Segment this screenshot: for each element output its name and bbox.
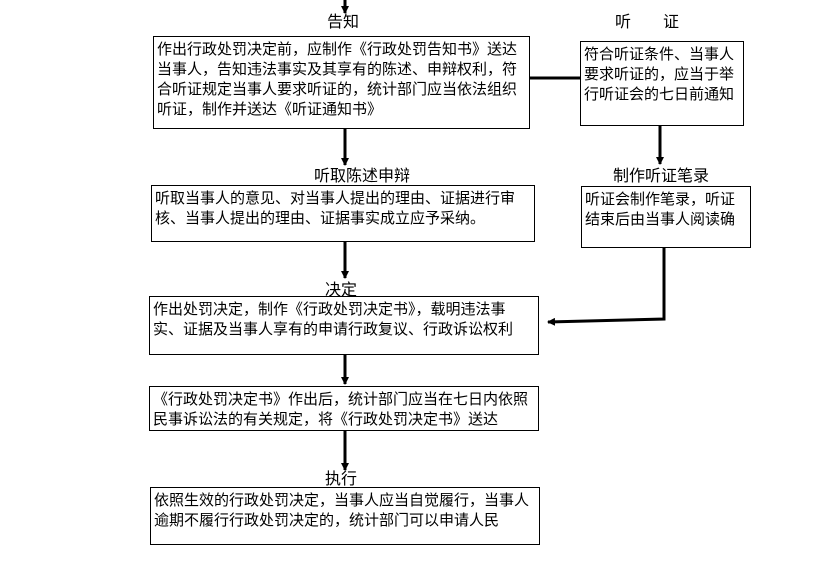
label-listen: 听取陈述申辩 xyxy=(314,166,411,185)
box-execute: 依照生效的行政处罚决定，当事人应当自觉履行，当事人逾期不履行行政处罚决定的，统计… xyxy=(150,487,540,545)
box-notify: 作出行政处罚决定前，应制作《行政处罚告知书》送达当事人，告知违法事实及其享有的陈… xyxy=(153,36,530,129)
box-listen-text: 听取当事人的意见、对当事人提出的理由、证据进行审核、当事人提出的理由、证据事实成… xyxy=(155,189,516,227)
box-deliver: 《行政处罚决定书》作出后，统计部门应当在七日内依照民事诉讼法的有关规定，将《行政… xyxy=(149,386,539,431)
box-decision: 作出处罚决定，制作《行政处罚决定书》，载明违法事实、证据及当事人享有的申请行政复… xyxy=(149,296,539,355)
box-listen: 听取当事人的意见、对当事人提出的理由、证据进行审核、当事人提出的理由、证据事实成… xyxy=(151,185,535,242)
box-decision-text: 作出处罚决定，制作《行政处罚决定书》，载明违法事实、证据及当事人享有的申请行政复… xyxy=(153,300,514,338)
box-hearing: 符合听证条件、当事人要求听证的，应当于举行听证会的七日前通知 xyxy=(580,41,744,126)
label-notify: 告知 xyxy=(327,12,360,31)
label-execute: 执行 xyxy=(325,469,358,488)
box-deliver-text: 《行政处罚决定书》作出后，统计部门应当在七日内依照民事诉讼法的有关规定，将《行政… xyxy=(153,390,529,428)
box-execute-text: 依照生效的行政处罚决定，当事人应当自觉履行，当事人逾期不履行行政处罚决定的，统计… xyxy=(154,491,530,529)
box-hearing-record: 听证会制作笔录，听证结束后由当事人阅读确 xyxy=(581,186,751,248)
box-hearing-text: 符合听证条件、当事人要求听证的，应当于举行听证会的七日前通知 xyxy=(584,45,735,103)
arrow-record-decision xyxy=(547,248,666,326)
box-hearing-record-text: 听证会制作笔录，听证结束后由当事人阅读确 xyxy=(585,190,736,228)
label-hearing-record: 制作听证笔录 xyxy=(613,166,710,185)
box-notify-text: 作出行政处罚决定前，应制作《行政处罚告知书》送达当事人，告知违法事实及其享有的陈… xyxy=(157,40,518,118)
label-decision: 决定 xyxy=(325,280,358,299)
label-hearing: 听 证 xyxy=(615,12,680,31)
